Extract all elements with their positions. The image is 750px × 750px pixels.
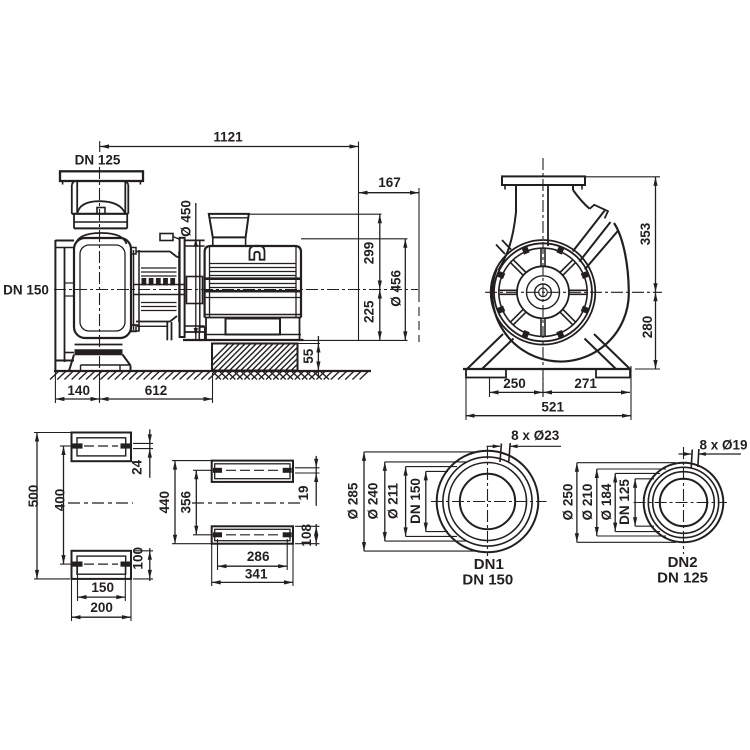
svg-text:286: 286	[247, 549, 270, 564]
svg-text:140: 140	[67, 383, 90, 398]
svg-text:225: 225	[362, 300, 377, 323]
svg-text:341: 341	[245, 567, 268, 582]
svg-text:24: 24	[130, 459, 145, 475]
svg-text:DN 125: DN 125	[75, 153, 121, 168]
svg-text:DN 125: DN 125	[617, 479, 632, 525]
svg-text:1121: 1121	[213, 130, 243, 145]
svg-text:500: 500	[26, 485, 41, 508]
svg-text:Ø 240: Ø 240	[366, 483, 381, 520]
svg-text:Ø 211: Ø 211	[386, 482, 401, 519]
svg-text:Ø 250: Ø 250	[561, 484, 576, 521]
svg-text:Ø 184: Ø 184	[599, 483, 614, 520]
svg-text:400: 400	[52, 489, 67, 512]
svg-text:DN 150: DN 150	[3, 282, 49, 297]
svg-text:DN 125: DN 125	[657, 570, 708, 587]
svg-text:Ø 210: Ø 210	[580, 484, 595, 521]
svg-text:612: 612	[145, 383, 168, 398]
svg-text:Ø 285: Ø 285	[346, 482, 361, 519]
svg-text:299: 299	[362, 242, 377, 265]
svg-text:100: 100	[131, 547, 146, 570]
svg-text:Ø 450: Ø 450	[178, 200, 193, 237]
svg-text:8 x Ø19: 8 x Ø19	[699, 438, 747, 453]
svg-text:DN1: DN1	[474, 556, 504, 573]
svg-text:150: 150	[91, 580, 114, 595]
svg-text:271: 271	[574, 376, 597, 391]
svg-text:521: 521	[541, 399, 564, 414]
svg-text:440: 440	[157, 491, 172, 514]
svg-text:Ø 456: Ø 456	[388, 270, 403, 307]
svg-text:356: 356	[178, 490, 193, 513]
svg-text:200: 200	[90, 600, 113, 615]
svg-text:167: 167	[378, 175, 401, 190]
svg-text:DN 150: DN 150	[462, 572, 513, 589]
svg-text:8 x Ø23: 8 x Ø23	[511, 428, 560, 443]
svg-text:55: 55	[301, 348, 316, 364]
svg-text:353: 353	[638, 222, 653, 245]
svg-text:250: 250	[503, 376, 526, 391]
svg-text:280: 280	[640, 316, 655, 339]
svg-text:19: 19	[296, 485, 311, 500]
svg-text:108: 108	[299, 524, 314, 547]
svg-text:DN 150: DN 150	[408, 478, 423, 524]
svg-text:DN2: DN2	[668, 554, 698, 571]
